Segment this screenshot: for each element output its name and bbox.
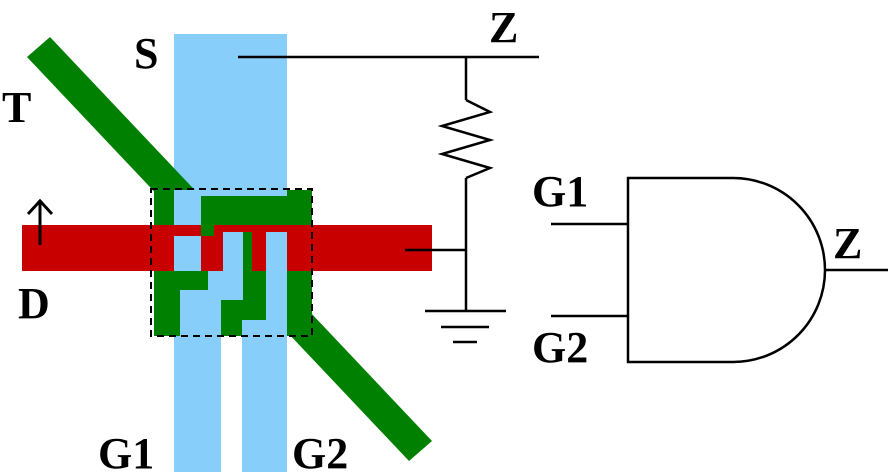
label-gate1-bottom: G1 (98, 429, 154, 472)
label-and-input1: G1 (532, 167, 588, 216)
dashed-active-box (150, 188, 313, 337)
green-channel-stub (243, 232, 252, 273)
schematic-wiring (238, 55, 539, 344)
arrow-up-icon (26, 198, 54, 245)
label-gate2-bottom: G2 (292, 429, 348, 472)
blue-channel-slot-0 (174, 236, 201, 271)
label-drain: D (18, 279, 50, 328)
gate1-strip (174, 336, 221, 472)
green-channel-top (201, 213, 300, 236)
label-source: S (134, 29, 158, 78)
and-gate-icon (551, 176, 888, 364)
label-and-input2: G2 (532, 323, 588, 372)
device-layout (22, 34, 432, 472)
label-terminal: T (2, 83, 31, 132)
source-strip (174, 34, 287, 190)
blue-channel-slot-1 (223, 232, 243, 271)
label-output-top: Z (489, 3, 518, 52)
gate2-strip (242, 336, 287, 472)
label-and-output: Z (833, 219, 862, 268)
blue-channel-slot-2 (266, 232, 287, 271)
resistor-icon (437, 98, 495, 180)
ground-icon (425, 309, 506, 344)
